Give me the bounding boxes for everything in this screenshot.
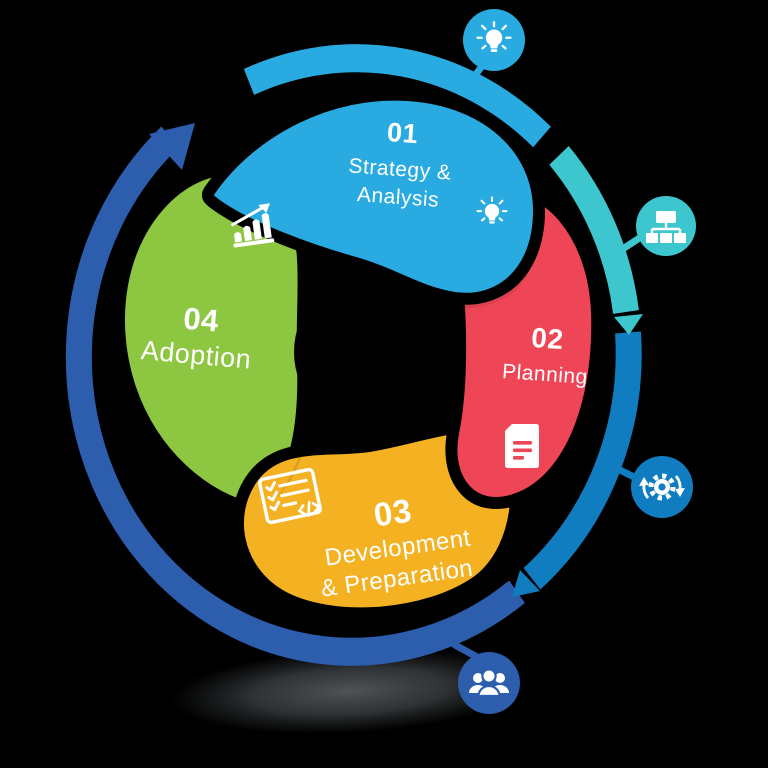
ring-arrowhead [149, 123, 195, 170]
document-icon [505, 424, 539, 468]
ring-chevron-teal [614, 314, 643, 335]
phase-1-label-line2: Analysis [356, 183, 440, 212]
lightbulb-icon [476, 20, 512, 54]
phase-2-number: 02 [530, 322, 564, 355]
phase-4-number: 04 [182, 301, 221, 339]
outer-ring [65, 44, 642, 666]
ring-arc-top [243, 44, 551, 148]
connector-idea [462, 62, 486, 92]
connector-process [612, 464, 640, 482]
phase-3-number: 03 [372, 492, 415, 534]
phase-1-number: 01 [386, 117, 419, 149]
connector-team [451, 641, 481, 661]
wheel-center-hole [294, 272, 454, 432]
phase-3-segment [231, 419, 523, 620]
floor-shadow [170, 648, 530, 734]
ring-chevron-blue [512, 570, 540, 597]
satellite-idea [463, 9, 525, 71]
satellite-team [458, 652, 520, 714]
lightbulb-icon [476, 196, 508, 225]
satellite-process [631, 456, 693, 518]
connector-structure [614, 233, 645, 256]
ring-arc-right [523, 331, 642, 590]
phase-1-shading [418, 256, 534, 309]
satellite-structure [636, 196, 696, 256]
ring-arc-upper-right [549, 146, 639, 315]
ring-arc-main [65, 126, 525, 666]
